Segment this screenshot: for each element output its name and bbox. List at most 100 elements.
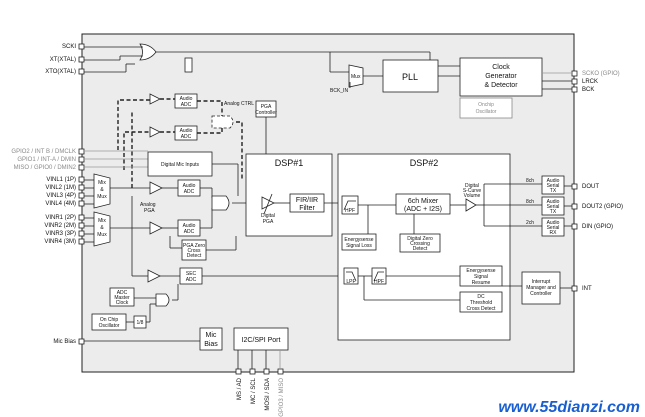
onchip-oscillator-block — [459, 97, 513, 119]
irq-line1: Interrupt — [532, 279, 551, 285]
left-adc-line2: ADC — [184, 189, 195, 195]
s-curve-line1: Digital — [465, 183, 479, 189]
pin-gpio2: GPIO2 / INT B / DMCLK — [11, 149, 76, 155]
aux-adc-1-line2: ADC — [181, 102, 192, 108]
pin-vinl4: VINL4 (4M) — [45, 201, 76, 207]
dc-line2: Threshold — [470, 300, 492, 306]
dsp2-label: DSP#2 — [410, 158, 439, 168]
onchip-osc-line1: Onchip — [478, 102, 494, 108]
right-mux-line3: Mux — [97, 232, 107, 238]
dc-threshold-block — [459, 291, 503, 313]
interrupt-section: Interrupt Manager and Controller — [502, 271, 572, 305]
analog-pga-line2: PGA — [144, 208, 155, 214]
sec-adc-line2: ADC — [186, 277, 197, 283]
aux-adc-2-line1: Audio — [180, 128, 193, 134]
aux-adc-1-line1: Audio — [180, 96, 193, 102]
clock-gen-line2: Generator — [485, 73, 517, 80]
right-mux-line1: Mix — [98, 218, 106, 224]
pga-zero-line2: Cross — [187, 248, 201, 254]
digital-mic-label: Digital Mic Inputs — [161, 162, 200, 168]
digital-pga-line1: Digital — [261, 213, 275, 219]
pin-xto: XTO(XTAL) — [45, 69, 76, 75]
pin-scko: SCKO (GPIO) — [582, 71, 620, 77]
divider-block — [133, 315, 147, 329]
pll-block — [382, 59, 439, 93]
left-adc-line1: Audio — [183, 183, 196, 189]
right-adc-line1: Audio — [183, 223, 196, 229]
pin-int: INT — [582, 286, 592, 292]
right-analog-pga — [149, 221, 163, 235]
digital-pga-line2: PGA — [263, 219, 274, 225]
rx-line3: RX — [550, 230, 558, 236]
analog-pga-line1: Analog — [140, 202, 156, 208]
s-curve-line2: S-Curve — [463, 188, 482, 194]
ch2-label: 2ch — [526, 220, 534, 226]
dc-line3: Cross Detect — [467, 306, 497, 312]
digital-zero-crossing-block — [399, 233, 441, 253]
tx1-line1: Audio — [547, 178, 560, 184]
right-mux-line2: & — [100, 225, 104, 231]
pin-vinr4: VINR4 (3M) — [44, 239, 76, 245]
mixer-line1: 6ch Mixer — [408, 198, 439, 205]
aux-adc-2-line2: ADC — [181, 134, 192, 140]
pga-zero-line3: Detect — [187, 253, 202, 259]
mic-bias-line2: Bias — [204, 341, 218, 348]
ch8-label-b: 8ch — [526, 199, 534, 205]
left-analog-pga — [149, 181, 163, 195]
divider-label: 1/8 — [137, 320, 144, 326]
adc-master-clock-block — [109, 287, 135, 307]
pga-controller-line2: Controller — [255, 110, 277, 116]
zero-cross-line3: Detect — [413, 246, 428, 252]
serial-ports: 8ch 8ch 2ch Audio Serial TX Audio Serial… — [526, 175, 572, 237]
tx2-line1: Audio — [547, 199, 560, 205]
aux-adc-section: Audio ADC Audio ADC PGA Controller Analo… — [117, 93, 277, 200]
dc-line1: DC — [477, 294, 485, 300]
audio-serial-tx-1 — [541, 175, 565, 195]
irq-line3: Controller — [530, 291, 552, 297]
onchip-small-line1: On Chip — [100, 317, 119, 323]
tx1-line3: TX — [550, 188, 557, 194]
pin-miso: MISO / GPIO0 / DMIN2 — [14, 165, 77, 171]
dsp1-label: DSP#1 — [275, 158, 304, 168]
fir-iir-line1: FIR/IIR — [296, 197, 318, 204]
fir-iir-line2: Filter — [299, 205, 315, 212]
s-curve-line3: Volume — [464, 193, 481, 199]
right-mux — [93, 211, 111, 247]
s-curve-volume-symbol — [465, 198, 477, 212]
pin-vinl2: VINL2 (1M) — [45, 185, 76, 191]
pin-mic-bias: Mic Bias — [53, 339, 76, 345]
pll-label: PLL — [402, 72, 418, 82]
sec-pga — [147, 269, 161, 283]
pin-vinr3: VINR3 (3P) — [45, 231, 76, 237]
watermark: www.55dianzi.com — [498, 399, 640, 416]
energy-resume-line3: Resume — [472, 280, 491, 286]
pin-ms: MS / AD — [237, 377, 243, 400]
pin-bck: BCK — [582, 87, 594, 93]
six-ch-mixer-block — [395, 193, 451, 215]
pga-zero-line1: PGA Zero — [183, 243, 205, 249]
lpf-label: LPF — [346, 279, 355, 285]
pin-mc: MC / SCL — [251, 377, 257, 404]
onchip-osc-line2: Oscillator — [476, 109, 497, 115]
energysense-signal-loss-block — [341, 233, 377, 251]
clock-select-gate — [155, 293, 170, 307]
rx-line1: Audio — [547, 220, 560, 226]
right-adc-line2: ADC — [184, 229, 195, 235]
bck-in-label: BCK_IN — [330, 88, 348, 94]
zero-cross-line2: Crossing — [410, 241, 430, 247]
adc-master-line3: Clock — [116, 300, 129, 306]
pin-mosi: MOSI / SDA — [265, 378, 271, 411]
energy-resume-line1: Energysense — [466, 268, 495, 274]
zero-cross-line1: Digital Zero — [407, 236, 433, 242]
left-mux — [93, 173, 111, 209]
digital-mic-inputs-block — [147, 151, 213, 177]
crystal-symbol — [184, 57, 193, 73]
mixer-line2: (ADC + I2S) — [404, 206, 442, 213]
tx2-line2: Serial — [547, 204, 560, 210]
dsp1-section: DSP#1 Digital PGA FIR/IIR Filter — [245, 153, 342, 237]
pin-scki: SCKI — [62, 44, 76, 50]
right-pins: SCKO (GPIO) LRCK BCK DOUT DOUT2 (GPIO) D… — [571, 70, 623, 292]
left-mux-line3: Mux — [97, 194, 107, 200]
adc-master-line1: ADC — [117, 290, 128, 296]
